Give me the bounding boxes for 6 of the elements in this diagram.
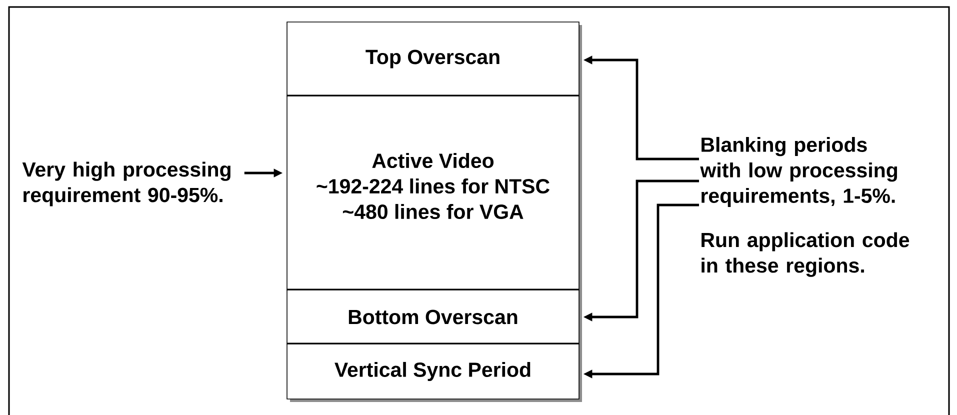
region-box: Bottom Overscan (286, 290, 582, 347)
annotation-text: Very high processing requirement 90-95%. (22, 162, 230, 206)
region-box: Vertical Sync Period (286, 344, 582, 402)
note-text: Run application code in these regions. (702, 232, 910, 277)
region-box: Top Overscan (286, 22, 582, 99)
annotation-text: Blanking periods with low processing requirements, 1-5%. (700, 136, 898, 208)
